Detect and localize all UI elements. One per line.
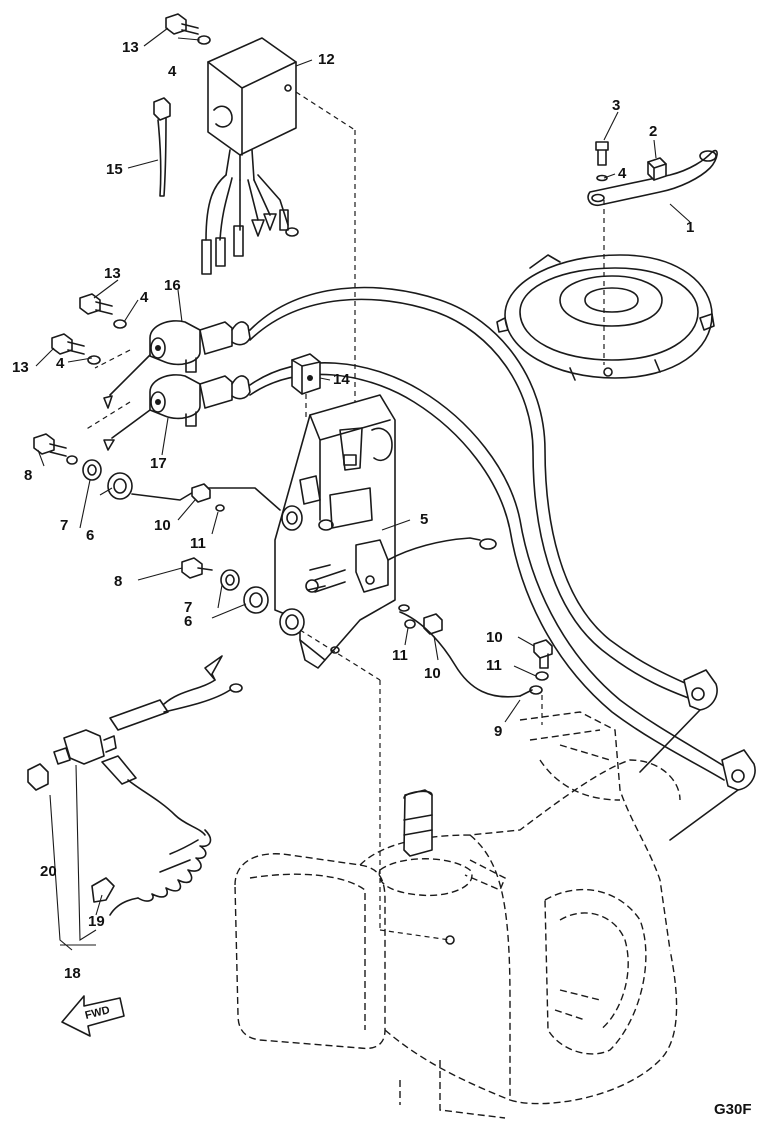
- washer-11-right: [535, 671, 549, 681]
- callout-8: 8: [24, 467, 32, 484]
- callout-1: 1: [686, 219, 694, 236]
- callout-13: 13: [12, 359, 29, 376]
- callout-16: 16: [164, 277, 181, 294]
- callout-9: 9: [494, 723, 502, 740]
- high-tension-cords: [249, 286, 756, 841]
- callout-2: 2: [649, 123, 657, 140]
- screw-10-left: [191, 483, 211, 503]
- callout-4: 4: [140, 289, 149, 306]
- ground-lead: [519, 685, 543, 697]
- callout-6: 6: [86, 527, 94, 544]
- bracket-rectifier: [305, 537, 497, 593]
- callout-15: 15: [106, 161, 123, 178]
- callout-11: 11: [190, 535, 206, 552]
- leader-lines: [35, 27, 691, 916]
- bolt-13-upper: [79, 293, 127, 329]
- callout-11: 11: [392, 647, 408, 664]
- fwd-arrow: FWD: [61, 995, 125, 1037]
- callout-4: 4: [56, 355, 65, 372]
- callout-6: 6: [184, 613, 192, 630]
- washer-11-left: [215, 504, 225, 512]
- engine-block-outline: [234, 711, 681, 1119]
- callout-12: 12: [318, 51, 335, 68]
- bolt-8-right: [181, 557, 213, 579]
- callout-18: 18: [64, 965, 81, 982]
- ignition-coil-upper: [149, 320, 251, 373]
- terminal-cover: [291, 353, 321, 395]
- callout-13: 13: [104, 265, 121, 282]
- electrical-bracket: [274, 394, 396, 669]
- callout-14: 14: [333, 371, 350, 388]
- callout-20: 20: [40, 863, 57, 880]
- callout-7: 7: [60, 517, 68, 534]
- callout-10: 10: [424, 665, 441, 682]
- stop-switch-cap: [27, 763, 49, 791]
- stop-switch: [53, 655, 243, 765]
- bolt-8-left: [33, 433, 78, 465]
- callout-4: 4: [168, 63, 177, 80]
- cdi-unit: [201, 37, 299, 275]
- callout-7: 7: [184, 599, 192, 616]
- pickup-coil: [647, 157, 667, 181]
- callout-8: 8: [114, 573, 122, 590]
- pickup-screw: [595, 141, 609, 182]
- callout-10: 10: [486, 629, 503, 646]
- pickup-bracket: [587, 149, 718, 207]
- bolt-13-top: [165, 13, 211, 45]
- callout-17: 17: [150, 455, 167, 472]
- callout-19: 19: [88, 913, 105, 930]
- grommet-6-right: [243, 586, 269, 614]
- collar-7-right: [220, 569, 240, 591]
- callout-13: 13: [122, 39, 139, 56]
- callout-labels: 1 2 3 4 4 4 4 5 6 6 7 7 8 8 9 10 10 10 1…: [12, 39, 694, 982]
- collar-7-left: [82, 459, 102, 481]
- diagram-code: G30F: [714, 1101, 752, 1118]
- stator-base-plate: [496, 254, 715, 381]
- callout-10: 10: [154, 517, 171, 534]
- callout-11: 11: [486, 657, 502, 674]
- screw-10-mid: [423, 613, 443, 635]
- washer-11-mid: [404, 619, 416, 629]
- bolt-13-lower: [51, 333, 101, 365]
- grommet-6-left: [107, 472, 133, 500]
- callout-4: 4: [618, 165, 627, 182]
- fwd-label: FWD: [84, 1004, 111, 1022]
- screw-10-right: [533, 639, 553, 669]
- tie-band: [153, 97, 171, 197]
- callout-5: 5: [420, 511, 428, 528]
- lanyard: [91, 755, 212, 916]
- ignition-coil-lower: [149, 374, 251, 427]
- callout-3: 3: [612, 97, 620, 114]
- grommet-bracket-lower: [279, 608, 305, 636]
